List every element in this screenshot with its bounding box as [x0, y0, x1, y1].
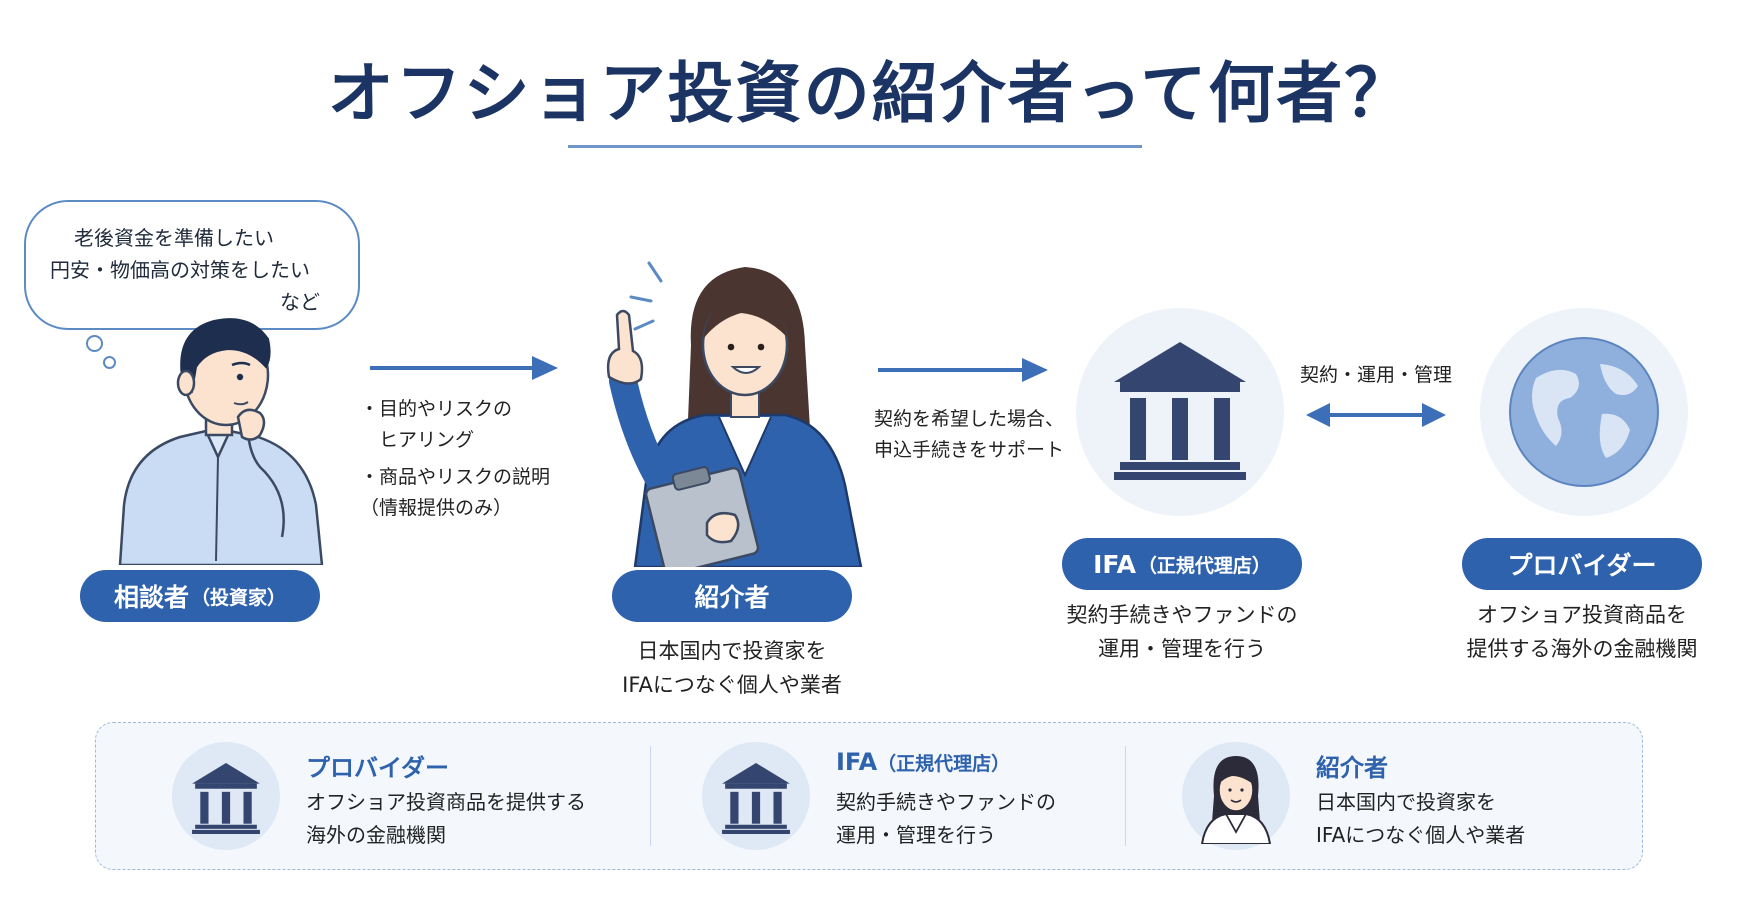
- speech-line: 円安・物価高の対策をしたい: [50, 258, 310, 282]
- legend-desc-line: オフショア投資商品を提供する: [306, 790, 586, 814]
- legend-desc-line: 日本国内で投資家を: [1316, 790, 1496, 814]
- ifa-label: IFA: [1093, 549, 1136, 579]
- legend-description: 契約手続きやファンドの 運用・管理を行う: [836, 786, 1056, 852]
- introducer-description: 日本国内で投資家を IFAにつなぐ個人や業者: [582, 634, 882, 702]
- client-node-label: 相談者 （投資家）: [80, 570, 320, 622]
- legend-divider: [1125, 746, 1126, 846]
- speech-line: など: [280, 290, 320, 314]
- introducer-desc-line: 日本国内で投資家を: [637, 639, 827, 663]
- legend-title: IFA（正規代理店）: [836, 748, 1010, 776]
- legend-title-sub: （正規代理店）: [877, 753, 1011, 775]
- edge-note-client-introducer: ・目的やリスクの ヒアリング ・商品やリスクの説明 （情報提供のみ）: [360, 394, 550, 524]
- provider-node-label: プロバイダー: [1462, 538, 1702, 590]
- woman-avatar-icon: [1200, 756, 1272, 844]
- ifa-node-label: IFA （正規代理店）: [1062, 538, 1302, 590]
- legend-title-text: プロバイダー: [306, 754, 450, 782]
- bank-icon: [192, 763, 260, 834]
- legend-description: 日本国内で投資家を IFAにつなぐ個人や業者: [1316, 786, 1525, 852]
- page-title: オフショア投資の紹介者って何者？: [327, 55, 1413, 132]
- edge-note-line: ヒアリング: [360, 429, 475, 451]
- bank-icon: [722, 763, 790, 834]
- introducer-illustration: [606, 261, 863, 567]
- ifa-desc-line: 運用・管理を行う: [1098, 637, 1266, 661]
- provider-desc-line: オフショア投資商品を: [1477, 603, 1687, 627]
- client-sublabel: （投資家）: [191, 586, 287, 609]
- introducer-node-label: 紹介者: [612, 570, 852, 622]
- legend-desc-line: 海外の金融機関: [306, 823, 446, 847]
- legend-title: プロバイダー: [306, 748, 449, 783]
- client-label: 相談者: [113, 583, 189, 612]
- arrow-introducer-to-ifa: [878, 358, 1048, 382]
- legend-title-text: IFA: [836, 748, 878, 776]
- client-illustration: [118, 318, 324, 565]
- thought-bubble-dot: [103, 356, 116, 369]
- legend-title-text: 紹介者: [1316, 754, 1388, 782]
- arrow-client-to-introducer: [370, 356, 558, 380]
- provider-label: プロバイダー: [1507, 551, 1657, 580]
- introducer-desc-line: IFAにつなぐ個人や業者: [622, 673, 842, 697]
- legend-desc-line: IFAにつなぐ個人や業者: [1316, 823, 1526, 847]
- title-underline: [568, 145, 1142, 148]
- globe-icon: [1509, 337, 1659, 487]
- legend-divider: [650, 746, 651, 846]
- bank-icon: [1114, 342, 1246, 480]
- ifa-sublabel: （正規代理店）: [1137, 554, 1271, 577]
- legend-description: オフショア投資商品を提供する 海外の金融機関: [306, 786, 586, 852]
- arrow-ifa-provider-bidirectional: [1306, 403, 1446, 427]
- edge-note-line: ・目的やリスクの: [360, 398, 513, 420]
- ifa-desc-line: 契約手続きやファンドの: [1066, 603, 1298, 627]
- introducer-label: 紹介者: [694, 583, 770, 612]
- edge-note-line: 申込手続きをサポート: [874, 439, 1065, 461]
- speech-bubble: 老後資金を準備したい 円安・物価高の対策をしたい など: [24, 200, 360, 330]
- legend-desc-line: 運用・管理を行う: [836, 823, 996, 847]
- edge-note-ifa-provider: 契約・運用・管理: [1300, 364, 1453, 386]
- legend-desc-line: 契約手続きやファンドの: [836, 790, 1056, 814]
- provider-description: オフショア投資商品を 提供する海外の金融機関: [1432, 598, 1732, 666]
- edge-note-introducer-ifa: 契約を希望した場合、 申込手続きをサポート: [874, 404, 1064, 466]
- edge-note-line: ・商品やリスクの説明: [360, 466, 551, 488]
- provider-desc-line: 提供する海外の金融機関: [1466, 637, 1698, 661]
- ifa-description: 契約手続きやファンドの 運用・管理を行う: [1032, 598, 1332, 666]
- edge-note-line: （情報提供のみ）: [360, 497, 513, 519]
- legend-panel: [95, 722, 1643, 870]
- thought-bubble-dot: [86, 335, 103, 352]
- legend-title: 紹介者: [1316, 748, 1388, 783]
- edge-note-line: 契約を希望した場合、: [874, 408, 1065, 430]
- speech-line: 老後資金を準備したい: [74, 226, 274, 250]
